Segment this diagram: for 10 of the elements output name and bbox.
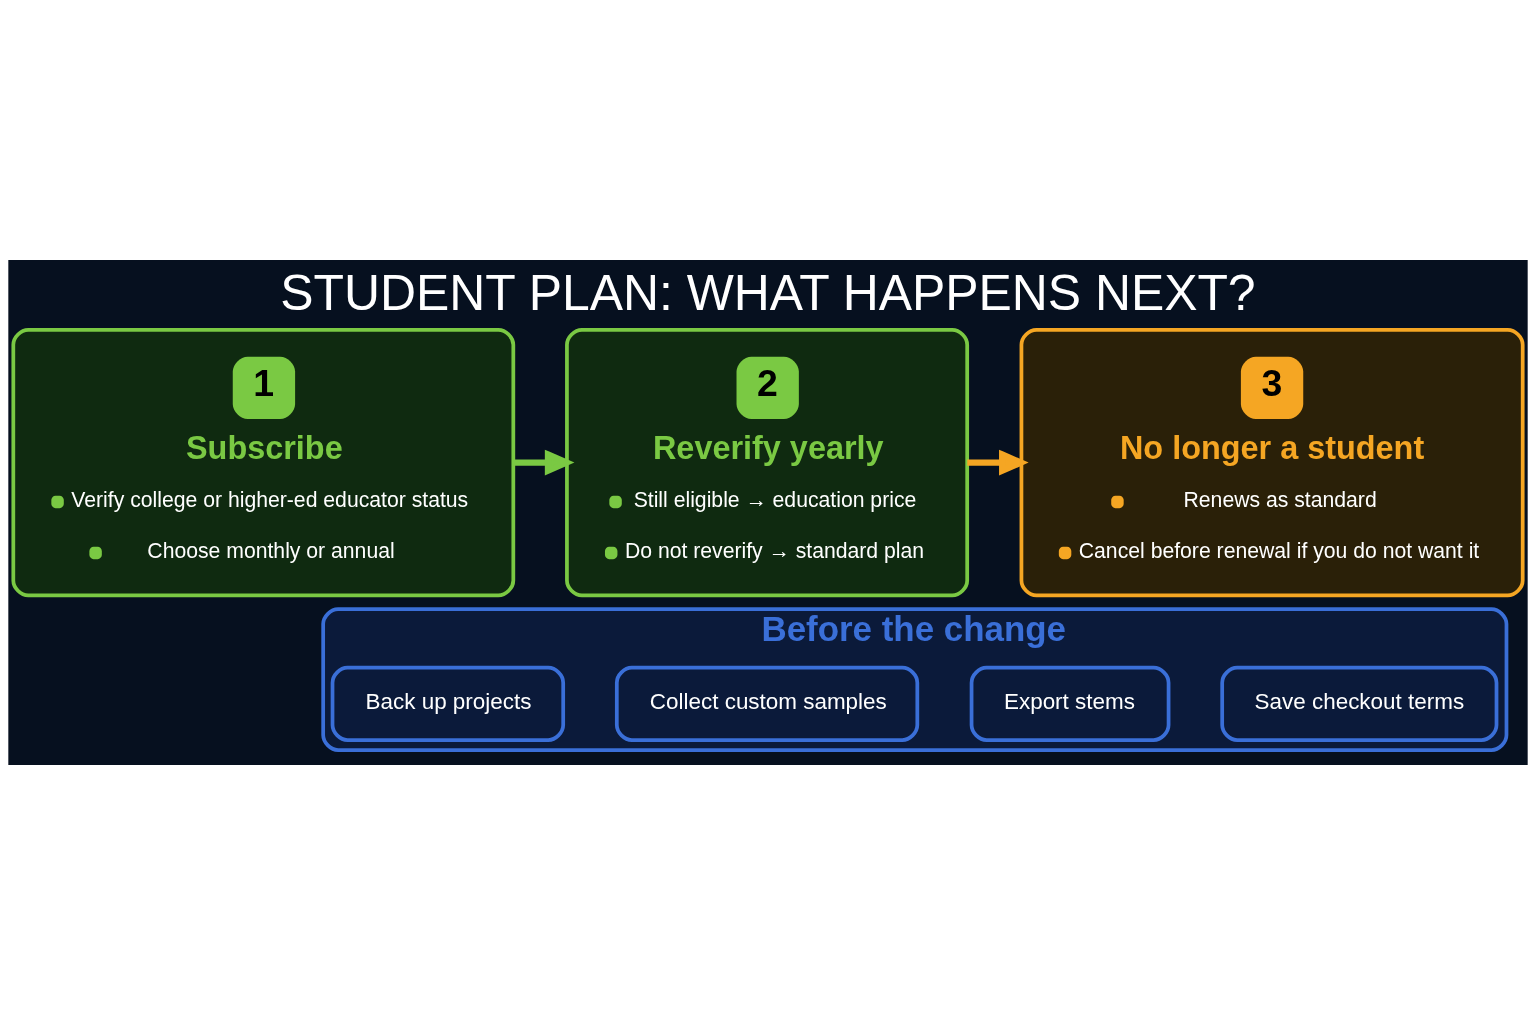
arrow	[967, 449, 1029, 476]
diagram-title: STUDENT PLAN: WHAT HAPPENS NEXT?	[280, 264, 1256, 321]
node-box: Back up projects	[330, 665, 566, 742]
arrow	[513, 449, 575, 476]
node-box: 2 Reverify yearly Still eligible → education price Do not reverify → standard plan	[565, 327, 970, 597]
node-box: 1 Subscribe Verify college or higher-ed educator status Choose monthly or annual	[11, 327, 516, 597]
node-box: Export stems	[969, 665, 1171, 742]
node-box: Save checkout terms	[1220, 665, 1499, 742]
node-box: 3 No longer a student Renews as standard Cancel before renewal if you do not want it	[1019, 327, 1525, 597]
node-box: Collect custom samples	[614, 665, 920, 742]
